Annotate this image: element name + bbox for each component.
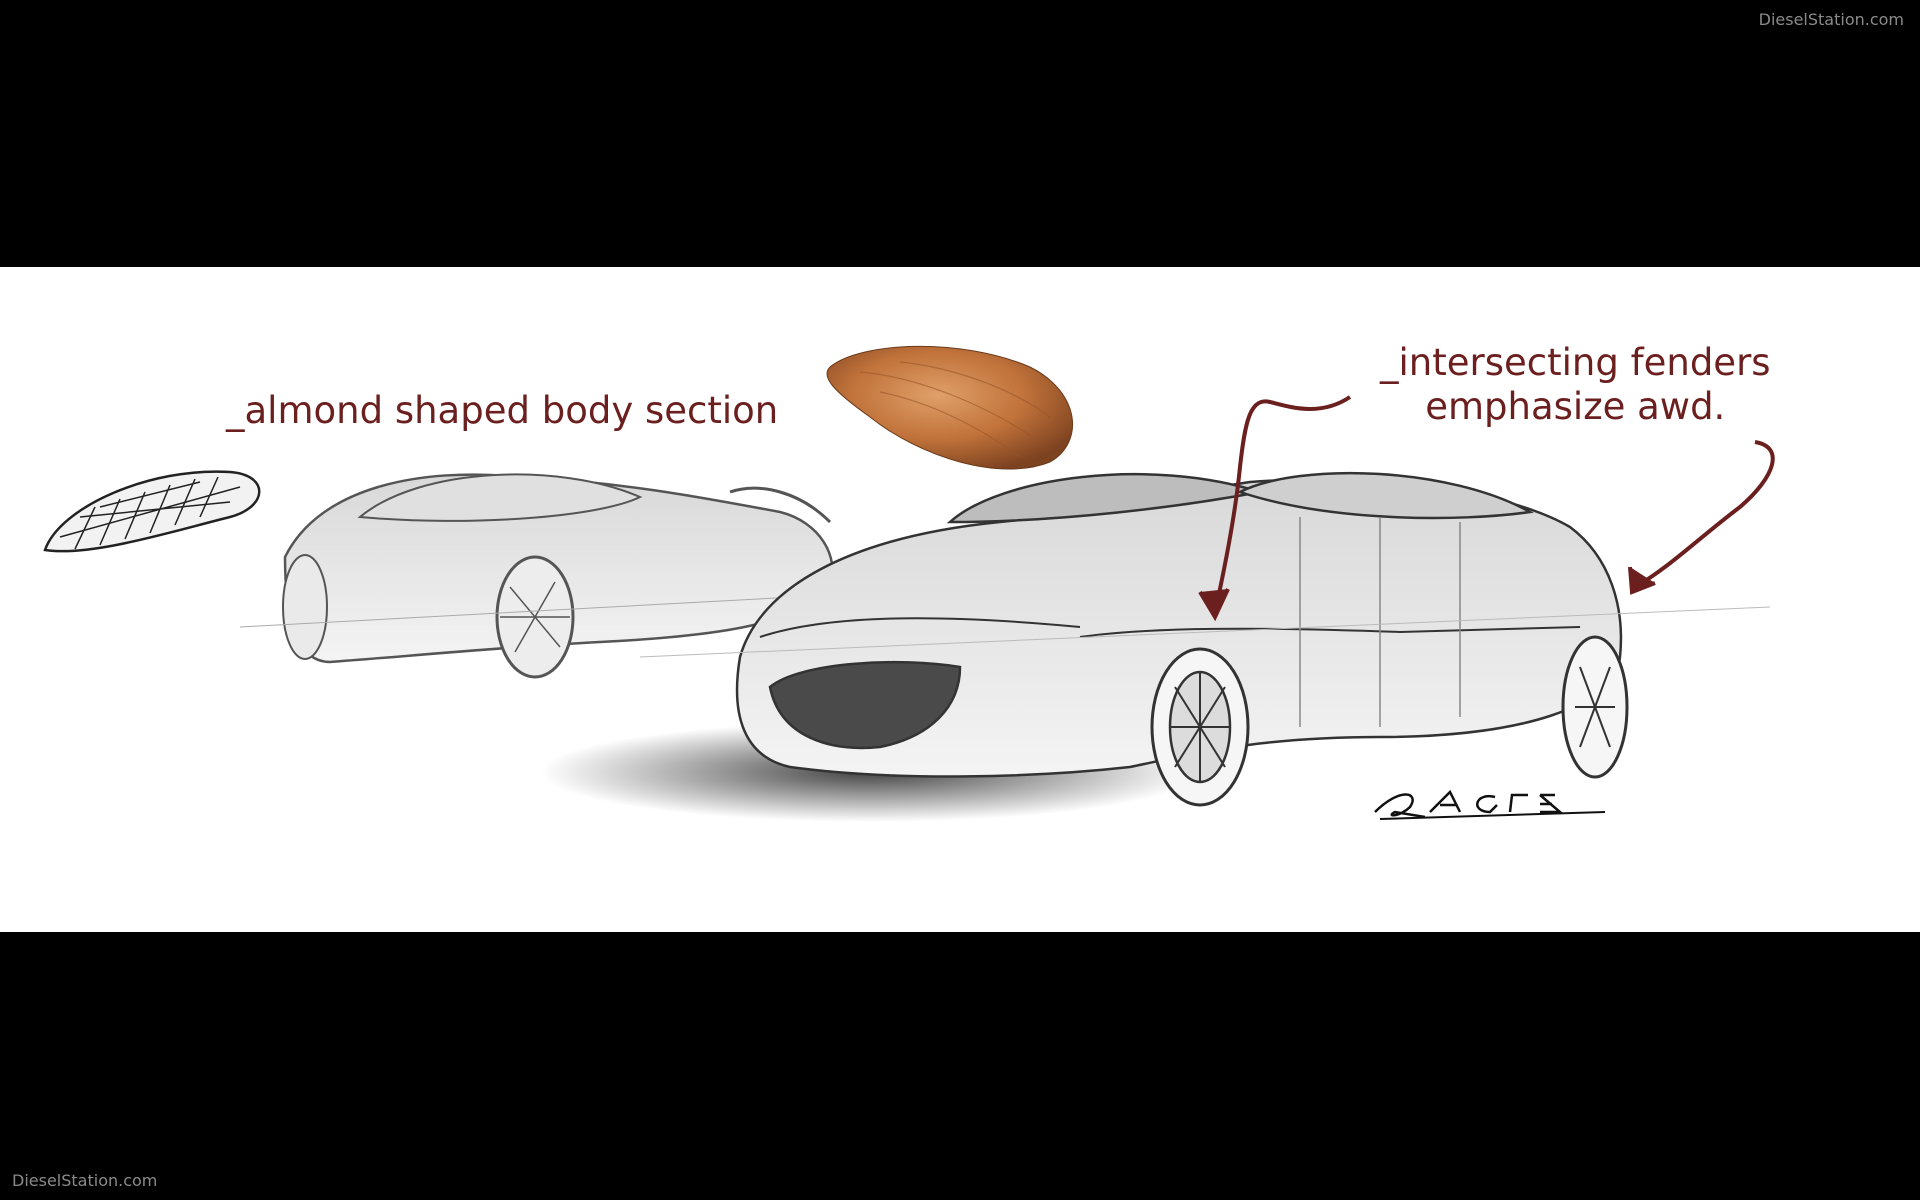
artist-signature <box>1374 789 1606 820</box>
rear-car-sketch <box>239 473 981 679</box>
almond-image <box>826 345 1073 470</box>
main-car-sketch <box>540 471 1771 822</box>
sketch-panel: _almond shaped body section _intersectin… <box>0 267 1920 932</box>
fenders-caption: _intersecting fenders emphasize awd. <box>1380 341 1771 430</box>
watermark-top: DieselStation.com <box>1758 10 1904 29</box>
almond-section-sketch <box>43 470 261 553</box>
watermark-bottom: DieselStation.com <box>12 1171 158 1190</box>
fenders-caption-line2: emphasize awd. <box>1425 385 1726 429</box>
annotation-arrows <box>1198 395 1775 622</box>
almond-caption: _almond shaped body section <box>226 389 779 432</box>
car-sketch-illustration <box>43 345 1775 822</box>
fenders-caption-line1: _intersecting fenders <box>1380 341 1771 384</box>
